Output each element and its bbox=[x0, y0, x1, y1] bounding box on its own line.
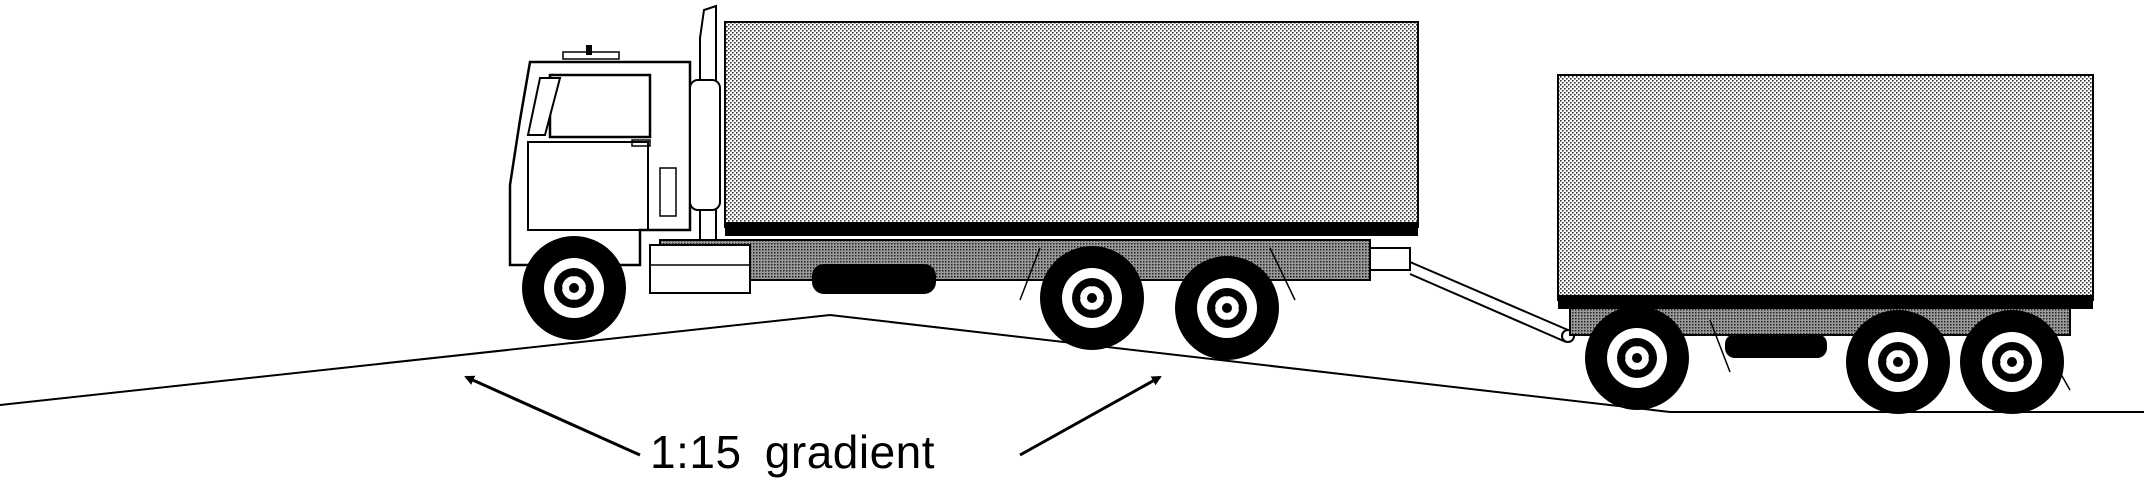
cab-step bbox=[649, 244, 751, 294]
cab-window bbox=[548, 73, 652, 139]
truck-cargo-box bbox=[724, 21, 1419, 228]
trailer-rear-wheel-1 bbox=[1846, 310, 1950, 414]
trailer-tank bbox=[1725, 334, 1827, 358]
air-filter bbox=[689, 79, 721, 211]
right-arrow bbox=[1019, 375, 1162, 457]
left-arrow bbox=[464, 375, 641, 457]
trailer-rear-wheel-2 bbox=[1960, 310, 2064, 414]
trailer bbox=[1557, 74, 2094, 414]
tow-hitch bbox=[1369, 247, 1411, 271]
truck-rear-wheel-1 bbox=[1040, 246, 1144, 350]
cab-door bbox=[527, 141, 649, 231]
cab-grille bbox=[659, 167, 677, 217]
cab-side-window bbox=[526, 77, 562, 136]
truck bbox=[508, 4, 1419, 360]
drawbar bbox=[1409, 261, 1575, 343]
truck-cargo-floor bbox=[725, 222, 1418, 236]
cab-handle bbox=[631, 139, 651, 147]
truck-front-wheel bbox=[522, 236, 626, 340]
gradient-caption: 1:15 gradient bbox=[650, 426, 936, 478]
fuel-tank bbox=[812, 264, 936, 294]
trailer-cargo-floor bbox=[1558, 295, 2093, 309]
truck-rear-wheel-2 bbox=[1175, 256, 1279, 360]
trailer-front-wheel bbox=[1585, 306, 1689, 410]
trailer-cargo-box bbox=[1557, 74, 2094, 301]
